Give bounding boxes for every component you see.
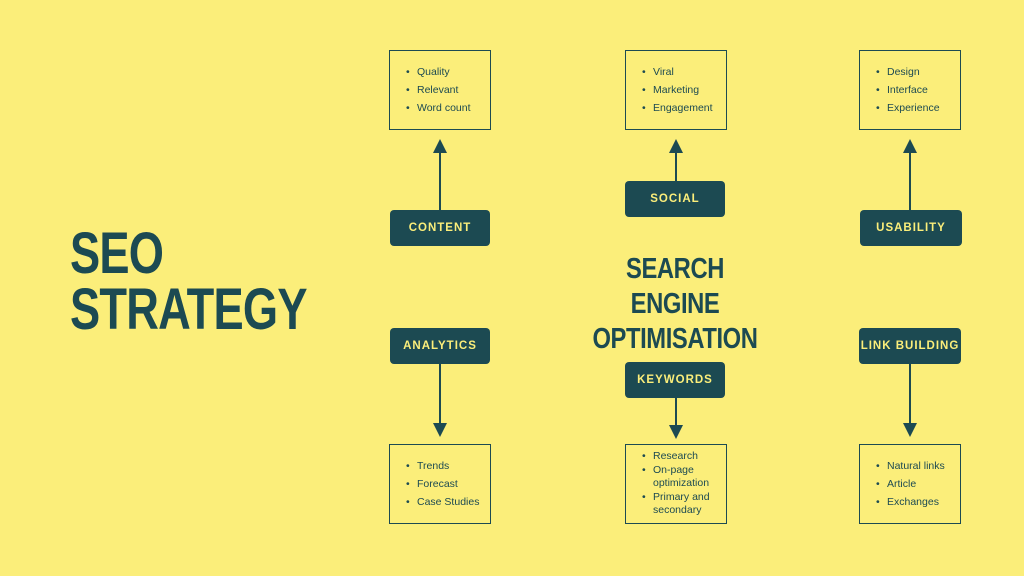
list-item: Forecast <box>406 475 479 493</box>
usability-node: USABILITY <box>860 210 962 246</box>
center-title-line-1: SEARCH ENGINE <box>626 253 724 320</box>
list-item: Quality <box>406 63 471 81</box>
content-node: CONTENT <box>390 210 490 246</box>
title-line-2: STRATEGY <box>70 277 308 342</box>
list-item: Natural links <box>876 457 945 475</box>
center-title-line-2: OPTIMISATION <box>592 323 758 355</box>
title-line-1: SEO <box>70 221 164 286</box>
center-title: SEARCH ENGINE OPTIMISATION <box>560 252 790 357</box>
analytics-node: ANALYTICS <box>390 328 490 364</box>
analytics-details-box: Trends Forecast Case Studies <box>389 444 491 524</box>
list-item: Exchanges <box>876 493 945 511</box>
keywords-node: KEYWORDS <box>625 362 725 398</box>
page-title: SEO STRATEGY <box>70 221 308 342</box>
list-item: Word count <box>406 99 471 117</box>
link-building-node: LINK BUILDING <box>859 328 961 364</box>
list-item: Article <box>876 475 945 493</box>
list-item: Relevant <box>406 81 471 99</box>
list-item: Design <box>876 63 940 81</box>
list-item: On-page optimization <box>642 464 720 490</box>
usability-details-box: Design Interface Experience <box>859 50 961 130</box>
social-details-box: Viral Marketing Engagement <box>625 50 727 130</box>
list-item: Primary and secondary <box>642 491 720 517</box>
list-item: Research <box>642 450 720 463</box>
list-item: Engagement <box>642 99 713 117</box>
content-details-box: Quality Relevant Word count <box>389 50 491 130</box>
list-item: Interface <box>876 81 940 99</box>
list-item: Marketing <box>642 81 713 99</box>
list-item: Trends <box>406 457 479 475</box>
list-item: Viral <box>642 63 713 81</box>
list-item: Case Studies <box>406 493 479 511</box>
link-building-details-box: Natural links Article Exchanges <box>859 444 961 524</box>
social-node: SOCIAL <box>625 181 725 217</box>
keywords-details-box: Research On-page optimization Primary an… <box>625 444 727 524</box>
list-item: Experience <box>876 99 940 117</box>
